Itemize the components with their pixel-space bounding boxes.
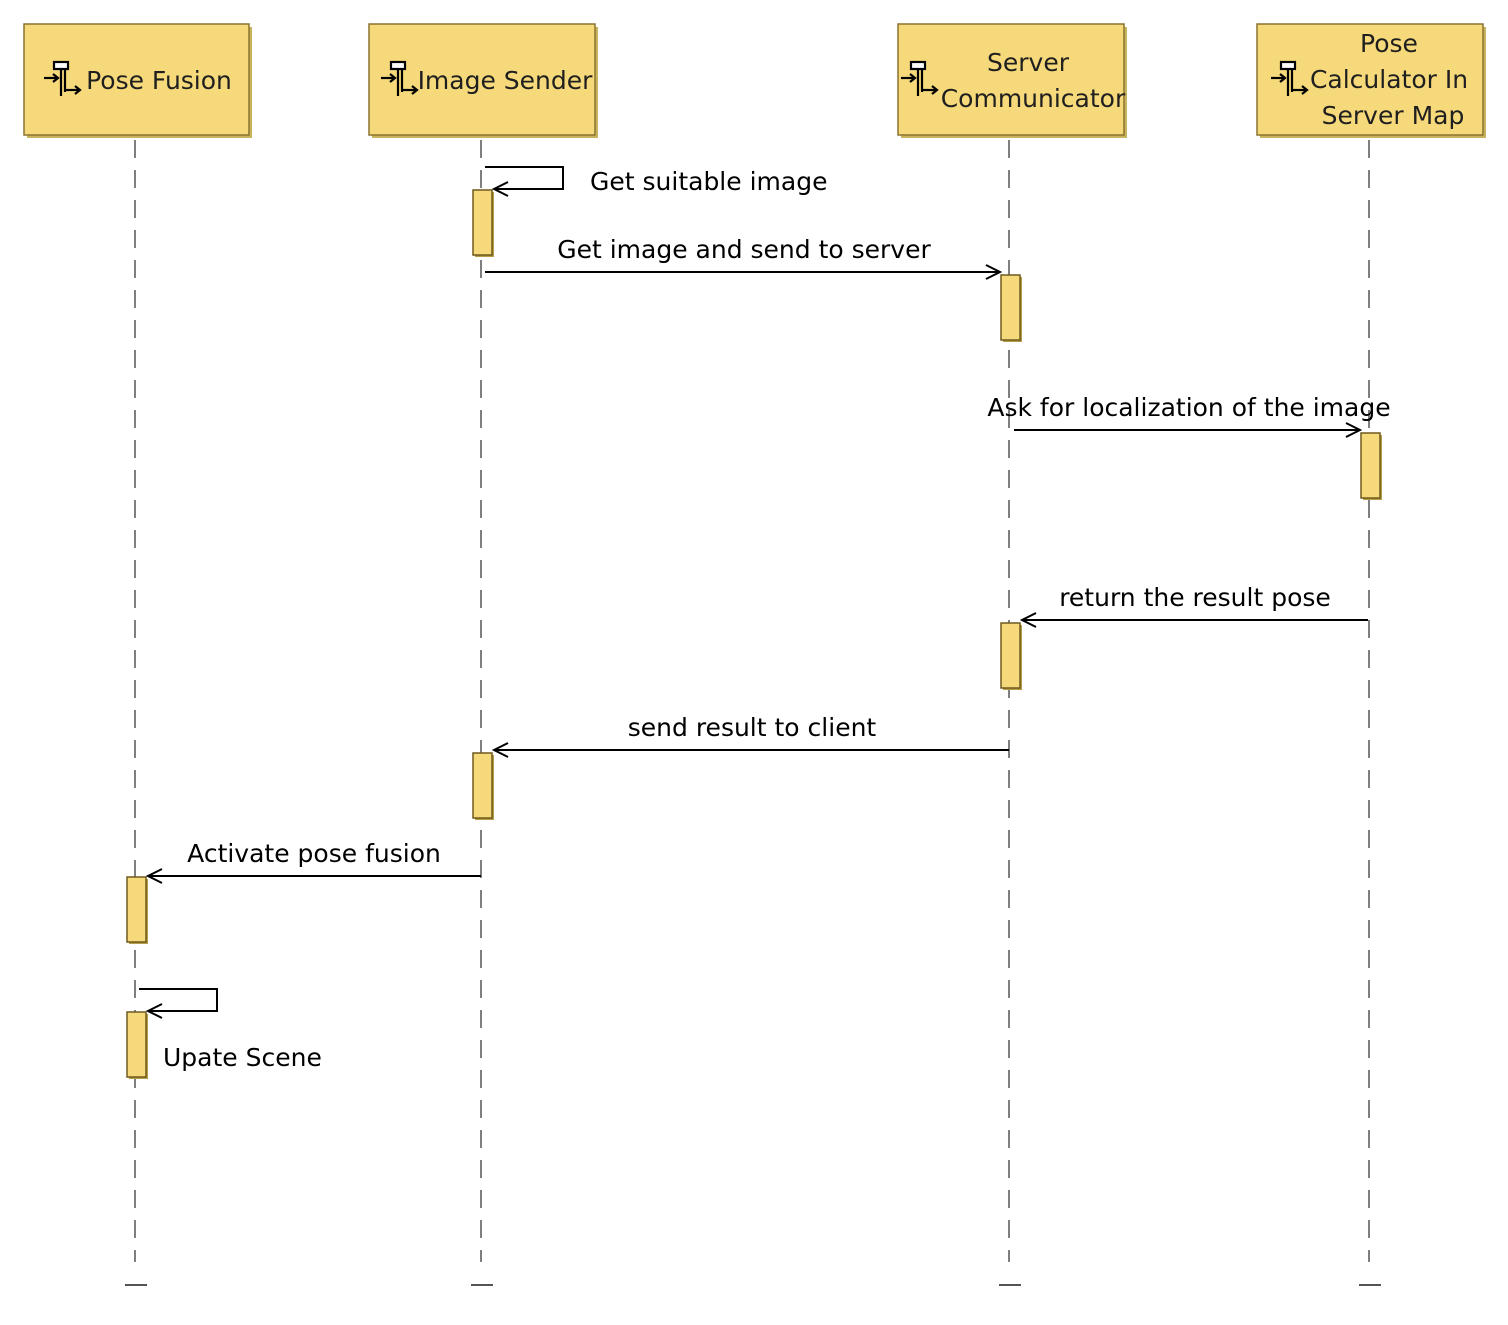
activation-bar (472, 189, 494, 257)
arrowhead (491, 742, 509, 758)
lifeline-label: Server (987, 48, 1070, 77)
arrowhead (145, 868, 163, 884)
message-label: Get image and send to server (557, 235, 931, 264)
lifeline-box (897, 23, 1125, 136)
message-get-suitable-image[interactable]: Get suitable image (485, 166, 827, 197)
lifeline-box (368, 23, 596, 136)
component-icon (44, 60, 82, 96)
arrowhead (985, 264, 1003, 280)
activation-bar (1360, 432, 1382, 500)
activations (126, 189, 1382, 1079)
activation-bar (126, 876, 148, 944)
activation-bar (1000, 274, 1022, 342)
component-icon (901, 60, 939, 96)
message-upate-scene[interactable]: Upate Scene (139, 988, 322, 1072)
activation-bar (472, 752, 494, 820)
lifeline-label: Image Sender (418, 66, 594, 95)
message-label: Ask for localization of the image (987, 393, 1390, 422)
lifeline-header-pose-fusion[interactable]: Pose Fusion (23, 23, 252, 138)
message-send-result-to-client[interactable]: send result to client (491, 713, 1009, 758)
activation-bar (126, 1011, 148, 1079)
message-line (139, 988, 218, 1012)
message-label: Activate pose fusion (187, 839, 441, 868)
arrowhead (1019, 612, 1037, 628)
message-line (485, 166, 564, 190)
arrowhead (145, 1003, 163, 1019)
lifeline-label: Calculator In (1310, 65, 1468, 94)
lifeline-label: Communicator (941, 84, 1126, 113)
message-label: return the result pose (1059, 583, 1331, 612)
message-activate-pose-fusion[interactable]: Activate pose fusion (145, 839, 481, 884)
lifeline-label: Server Map (1322, 101, 1465, 130)
arrowhead (491, 181, 509, 197)
message-label: Get suitable image (590, 167, 827, 196)
message-label: send result to client (628, 713, 877, 742)
component-icon (381, 60, 419, 96)
message-get-image-send-to-server[interactable]: Get image and send to server (485, 235, 1003, 280)
lifeline-box (1256, 23, 1484, 136)
arrowhead (1345, 422, 1363, 438)
activation-bar (1000, 622, 1022, 690)
message-label: Upate Scene (163, 1043, 322, 1072)
lifeline-header-image-sender[interactable]: Image Sender (368, 23, 598, 138)
message-return-result-pose[interactable]: return the result pose (1019, 583, 1368, 628)
lifeline-label: Pose Fusion (86, 66, 232, 95)
lifeline-headers: Pose Fusion Image Sender ServerCommunicato… (23, 23, 1486, 138)
lifeline-label: Pose (1360, 29, 1418, 58)
message-ask-for-localization[interactable]: Ask for localization of the image (987, 393, 1391, 438)
component-icon (1271, 60, 1309, 96)
